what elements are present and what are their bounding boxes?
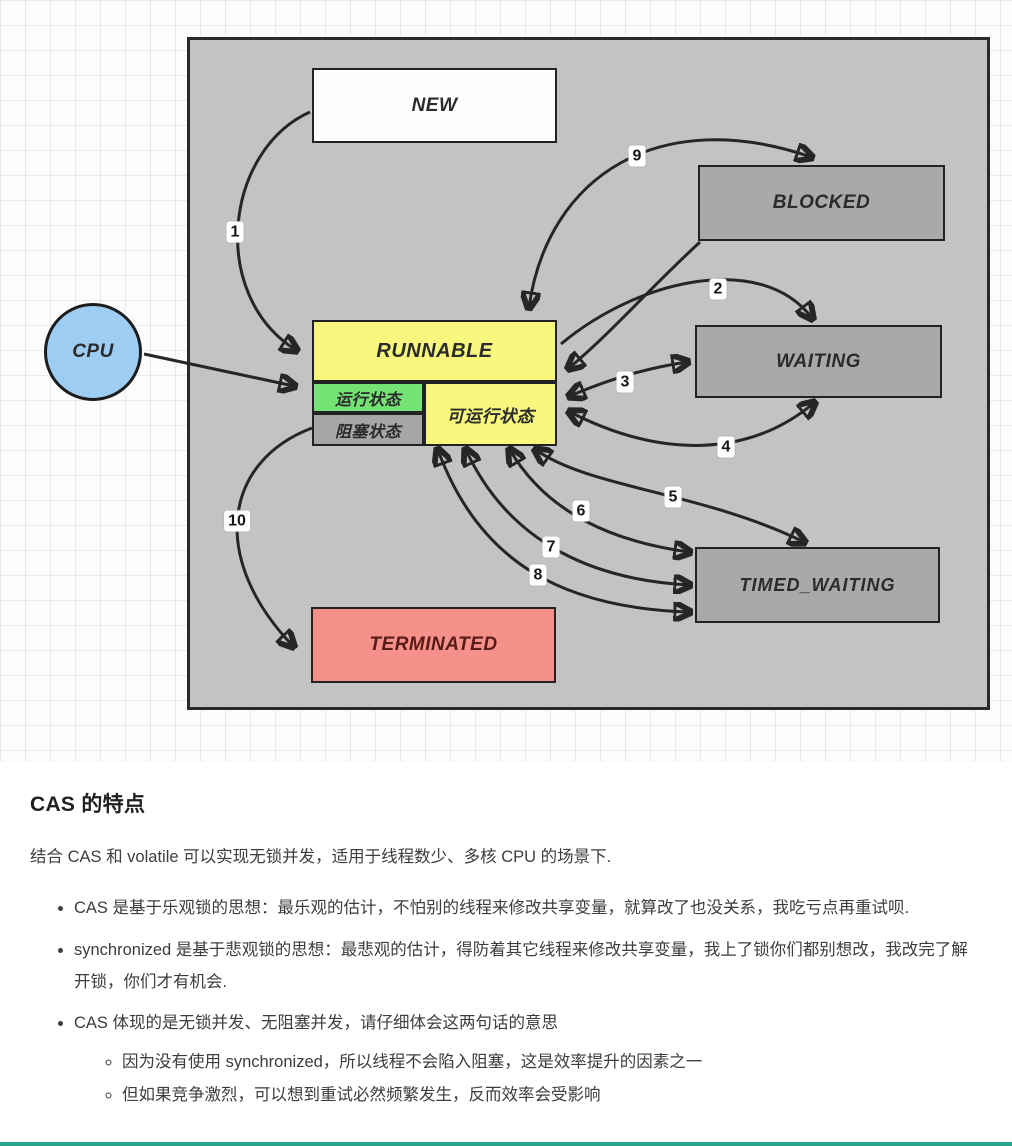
- list-item: CAS 体现的是无锁并发、无阻塞并发，请仔细体会这两句话的意思 因为没有使用 s…: [74, 1007, 982, 1110]
- node-new-label: NEW: [411, 94, 458, 116]
- list-item-text: CAS 体现的是无锁并发、无阻塞并发，请仔细体会这两句话的意思: [74, 1013, 559, 1032]
- section-heading: CAS 的特点: [30, 793, 146, 816]
- node-runnable: RUNNABLE: [312, 320, 557, 382]
- node-new: NEW: [312, 68, 557, 143]
- cpu-node: CPU: [44, 303, 142, 401]
- edge-label-2: 2: [709, 278, 727, 300]
- edge-label-9: 9: [628, 145, 646, 167]
- edge-label-6: 6: [572, 500, 590, 522]
- edge-label-3: 3: [616, 371, 634, 393]
- node-runnable-state: 可运行状态: [424, 382, 557, 446]
- node-terminated: TERMINATED: [311, 607, 556, 683]
- edge-label-8: 8: [529, 564, 547, 586]
- sub-bullet-list: 因为没有使用 synchronized，所以线程不会陷入阻塞，这是效率提升的因素…: [74, 1047, 982, 1110]
- list-item: CAS 是基于乐观锁的思想：最乐观的估计，不怕别的线程来修改共享变量，就算改了也…: [74, 892, 982, 924]
- node-runnable-state-label: 可运行状态: [446, 406, 535, 426]
- intro-paragraph: 结合 CAS 和 volatile 可以实现无锁并发，适用于线程数少、多核 CP…: [30, 848, 612, 866]
- thread-state-diagram: NEW BLOCKED RUNNABLE 运行状态 阻塞状态 可运行状态 WAI…: [0, 0, 1012, 762]
- edge-label-1: 1: [226, 221, 244, 243]
- node-blocked-state-label: 阻塞状态: [334, 423, 401, 441]
- cpu-label: CPU: [72, 341, 114, 362]
- sub-list-item: 但如果竞争激烈，可以想到重试必然频繁发生，反而效率会受影响: [122, 1080, 982, 1111]
- node-timed-waiting-label: TIMED_WAITING: [739, 574, 896, 595]
- node-blocked-label: BLOCKED: [772, 192, 871, 213]
- bottom-accent-bar: [0, 1142, 1012, 1146]
- node-blocked: BLOCKED: [698, 165, 945, 241]
- node-running-state-label: 运行状态: [334, 391, 401, 409]
- bullet-list: CAS 是基于乐观锁的思想：最乐观的估计，不怕别的线程来修改共享变量，就算改了也…: [30, 892, 982, 1110]
- edge-label-4: 4: [717, 436, 735, 458]
- node-runnable-label: RUNNABLE: [376, 339, 493, 362]
- node-terminated-label: TERMINATED: [369, 634, 498, 655]
- edge-label-7: 7: [542, 536, 560, 558]
- node-waiting: WAITING: [695, 325, 942, 398]
- edge-label-10: 10: [224, 510, 250, 532]
- node-timed-waiting: TIMED_WAITING: [695, 547, 940, 623]
- edge-label-5: 5: [664, 486, 682, 508]
- node-waiting-label: WAITING: [776, 350, 861, 372]
- article-section: CAS 的特点 结合 CAS 和 volatile 可以实现无锁并发，适用于线程…: [0, 762, 1012, 1119]
- node-running-state: 运行状态: [312, 382, 424, 413]
- node-blocked-state: 阻塞状态: [312, 413, 424, 446]
- sub-list-item: 因为没有使用 synchronized，所以线程不会陷入阻塞，这是效率提升的因素…: [122, 1047, 982, 1078]
- list-item: synchronized 是基于悲观锁的思想：最悲观的估计，得防着其它线程来修改…: [74, 934, 982, 998]
